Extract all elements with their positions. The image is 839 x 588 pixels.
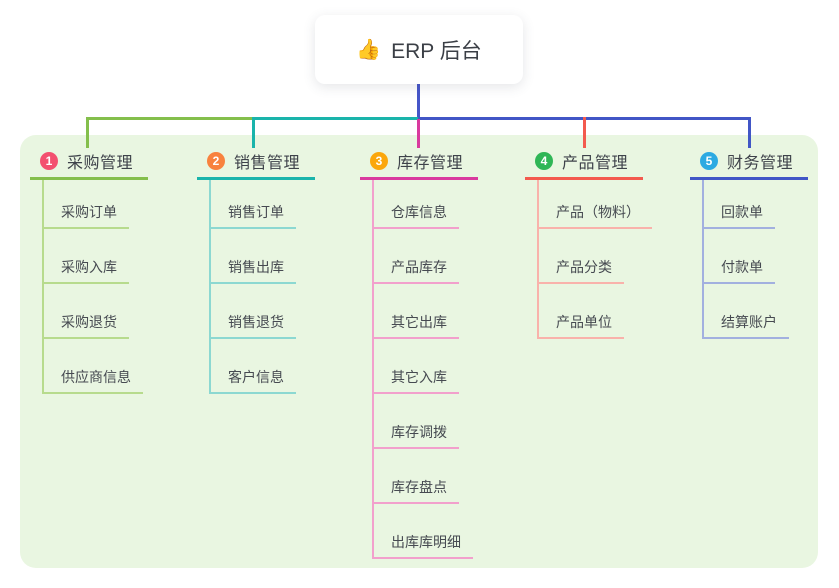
child-node[interactable]: 采购订单 [44, 180, 129, 229]
child-node[interactable]: 产品库存 [374, 229, 459, 284]
branch-children-product: 产品（物料）产品分类产品单位 [537, 180, 652, 339]
connector-drop-finance [748, 117, 751, 148]
child-node[interactable]: 结算账户 [704, 284, 789, 339]
connector-horizontal-purchase [87, 117, 255, 120]
thumbs-up-icon: 👍 [356, 39, 382, 61]
branch-inventory: 3 库存管理 仓库信息产品库存其它出库其它入库库存调拨库存盘点出库库明细 [360, 145, 478, 559]
connector-root-stem [417, 84, 420, 119]
child-node[interactable]: 付款单 [704, 229, 775, 284]
priority-badge-2: 2 [207, 152, 225, 170]
priority-badge-4: 4 [535, 152, 553, 170]
branch-sales: 2 销售管理 销售订单销售出库销售退货客户信息 [197, 145, 315, 394]
child-node[interactable]: 其它入库 [374, 339, 459, 394]
branch-label: 产品管理 [562, 155, 629, 172]
branch-finance: 5 财务管理 回款单付款单结算账户 [690, 145, 808, 339]
branch-label: 库存管理 [397, 155, 464, 172]
child-node[interactable]: 销售退货 [211, 284, 296, 339]
root-node[interactable]: 👍 ERP 后台 [315, 15, 523, 84]
branch-children-finance: 回款单付款单结算账户 [702, 180, 789, 339]
child-node[interactable]: 产品（物料） [539, 180, 652, 229]
branch-node-inventory[interactable]: 3 库存管理 [360, 145, 478, 180]
child-node[interactable]: 库存盘点 [374, 449, 459, 504]
branch-purchase: 1 采购管理 采购订单采购入库采购退货供应商信息 [30, 145, 148, 394]
child-node[interactable]: 仓库信息 [374, 180, 459, 229]
branch-children-sales: 销售订单销售出库销售退货客户信息 [209, 180, 296, 394]
branch-label: 销售管理 [234, 155, 301, 172]
child-node[interactable]: 出库库明细 [374, 504, 473, 559]
priority-badge-3: 3 [370, 152, 388, 170]
child-node[interactable]: 产品分类 [539, 229, 624, 284]
branch-node-purchase[interactable]: 1 采购管理 [30, 145, 148, 180]
child-node[interactable]: 销售出库 [211, 229, 296, 284]
branch-product: 4 产品管理 产品（物料）产品分类产品单位 [525, 145, 652, 339]
connector-horizontal-sales [255, 117, 419, 120]
child-node[interactable]: 回款单 [704, 180, 775, 229]
child-node[interactable]: 库存调拨 [374, 394, 459, 449]
root-node-label: ERP 后台 [391, 39, 482, 63]
connector-drop-purchase [86, 117, 89, 148]
mindmap-background-panel [20, 135, 818, 568]
branch-label: 采购管理 [67, 155, 134, 172]
child-node[interactable]: 采购退货 [44, 284, 129, 339]
priority-badge-1: 1 [40, 152, 58, 170]
connector-drop-sales [252, 117, 255, 148]
branch-label: 财务管理 [727, 155, 794, 172]
child-node[interactable]: 销售订单 [211, 180, 296, 229]
branch-children-inventory: 仓库信息产品库存其它出库其它入库库存调拨库存盘点出库库明细 [372, 180, 473, 559]
child-node[interactable]: 产品单位 [539, 284, 624, 339]
child-node[interactable]: 客户信息 [211, 339, 296, 394]
connector-drop-product [583, 117, 586, 148]
child-node[interactable]: 供应商信息 [44, 339, 143, 394]
branch-node-finance[interactable]: 5 财务管理 [690, 145, 808, 180]
child-node[interactable]: 采购入库 [44, 229, 129, 284]
priority-badge-5: 5 [700, 152, 718, 170]
branch-node-product[interactable]: 4 产品管理 [525, 145, 643, 180]
child-node[interactable]: 其它出库 [374, 284, 459, 339]
branch-node-sales[interactable]: 2 销售管理 [197, 145, 315, 180]
connector-drop-inventory [417, 119, 420, 148]
branch-children-purchase: 采购订单采购入库采购退货供应商信息 [42, 180, 143, 394]
